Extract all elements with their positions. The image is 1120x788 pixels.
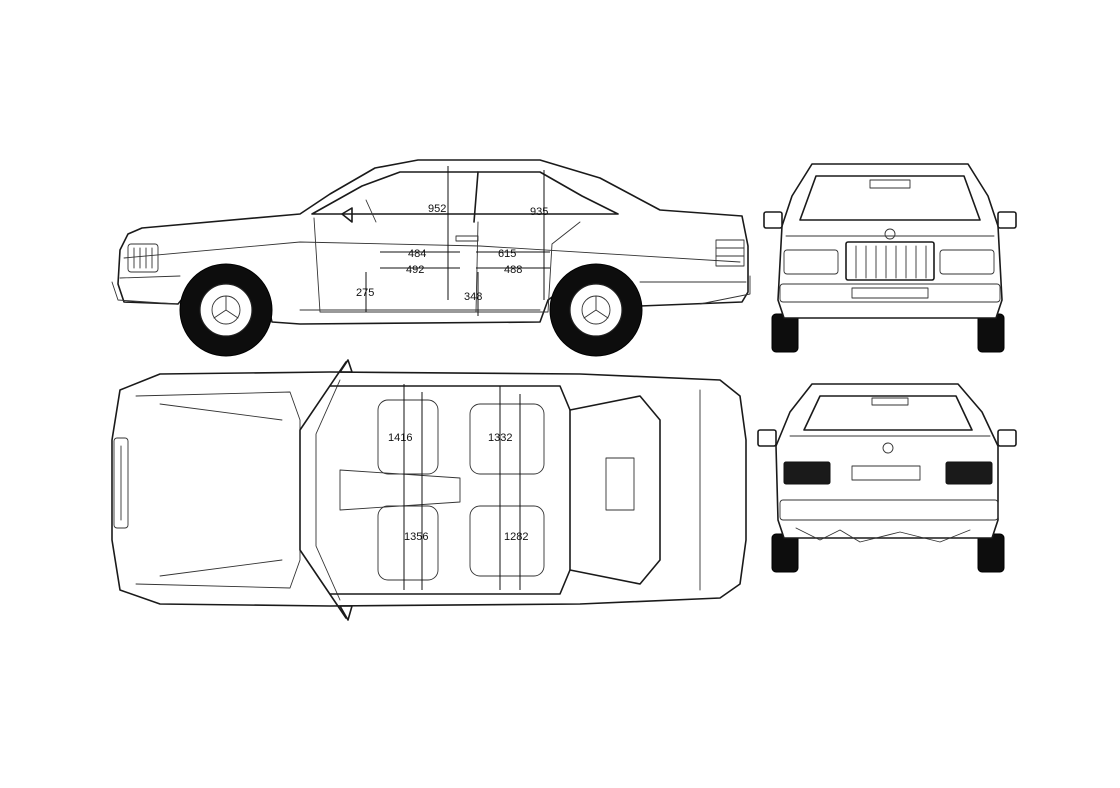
front-view [763,163,1017,353]
side-window-line [311,171,619,215]
dim-sill-front: 275 [356,287,374,299]
side-view: 952 935 484 615 492 488 275 348 [111,159,751,357]
dim-roof-rear: 935 [530,206,548,218]
front-grille [845,241,935,281]
dim-shoulder-rear: 1332 [488,432,512,444]
dim-sill-rear: 348 [464,291,482,303]
rear-body-outline [775,383,999,539]
dim-shoulder-front: 1416 [388,432,412,444]
top-view: 1416 1332 1356 1282 [111,359,747,621]
dim-hip-front: 1356 [404,531,428,543]
dim-door-lower-rear: 488 [504,264,522,276]
top-body-outline [111,371,747,607]
right-tail-light [945,461,993,485]
b-pillar [473,171,479,223]
dim-door-upper-rear: 615 [498,248,516,260]
rear-view [757,383,1017,573]
left-tail-light [783,461,831,485]
dim-door-upper-front: 484 [408,248,426,260]
dim-door-lower-front: 492 [406,264,424,276]
dim-roof-front: 952 [428,203,446,215]
dim-hip-rear: 1282 [504,531,528,543]
